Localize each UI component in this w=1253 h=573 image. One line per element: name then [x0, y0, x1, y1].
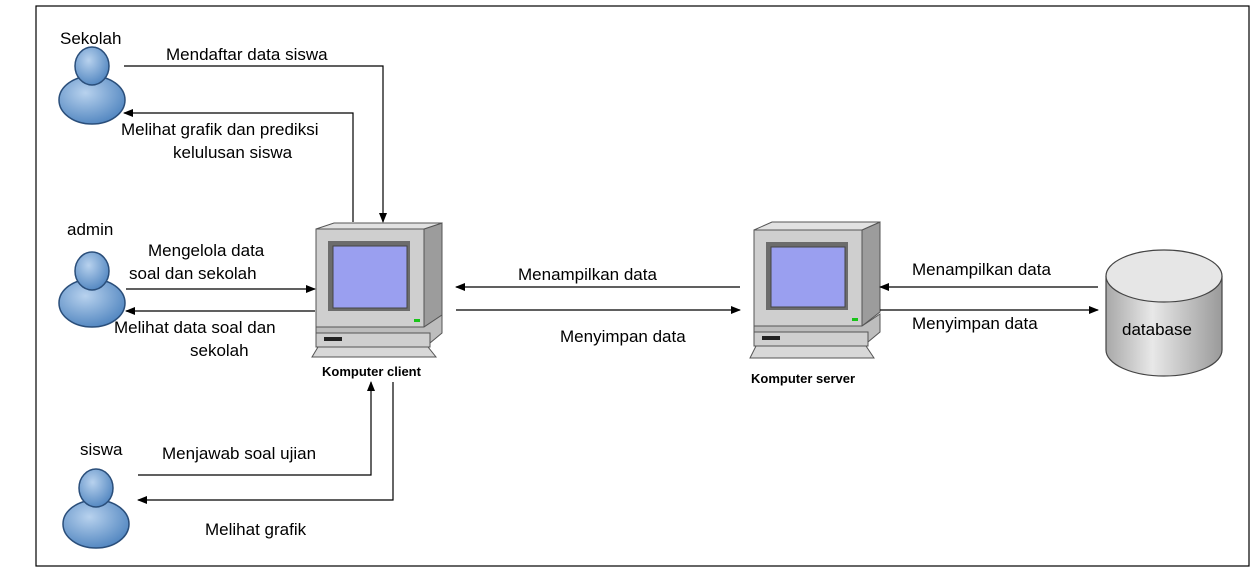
database-icon: [1105, 249, 1223, 377]
flow-label-melihat-soal-1: Melihat data soal dan: [114, 318, 276, 337]
flow-label-melihat-grafik: Melihat grafik: [205, 520, 307, 539]
flow-label-client-server-save: Menyimpan data: [560, 327, 686, 346]
flow-label-server-db-show: Menampilkan data: [912, 260, 1051, 279]
server-computer-label: Komputer server: [751, 371, 855, 386]
flow-label-client-server-show: Menampilkan data: [518, 265, 657, 284]
diagram-frame: [35, 5, 1250, 567]
flow-label-melihat-soal-2: sekolah: [190, 341, 249, 360]
flow-label-menjawab: Menjawab soal ujian: [162, 444, 316, 463]
flow-label-server-db-save: Menyimpan data: [912, 314, 1038, 333]
server-computer-icon: [749, 221, 881, 359]
flow-label-mendaftar: Mendaftar data siswa: [166, 45, 328, 64]
arrow-mendaftar: [124, 65, 387, 223]
actor-admin-icon: [58, 251, 126, 328]
flow-label-mengelola-1: Mengelola data: [148, 241, 265, 260]
actor-siswa-label: siswa: [80, 440, 123, 459]
actor-sekolah-label: Sekolah: [60, 29, 121, 48]
actor-siswa-icon: [62, 468, 130, 549]
flow-label-grafik-prediksi-1: Melihat grafik dan prediksi: [121, 120, 318, 139]
client-computer-label: Komputer client: [322, 364, 422, 379]
flow-label-mengelola-2: soal dan sekolah: [129, 264, 257, 283]
flow-label-grafik-prediksi-2: kelulusan siswa: [173, 143, 293, 162]
database-label: database: [1122, 320, 1192, 339]
arrow-melihat-grafik-prediksi: [123, 109, 354, 222]
actor-sekolah-icon: [58, 46, 126, 125]
arrow-melihat-grafik: [137, 382, 394, 504]
client-computer-icon: [311, 222, 443, 358]
arrow-menjawab: [138, 381, 375, 476]
actor-admin-label: admin: [67, 220, 113, 239]
